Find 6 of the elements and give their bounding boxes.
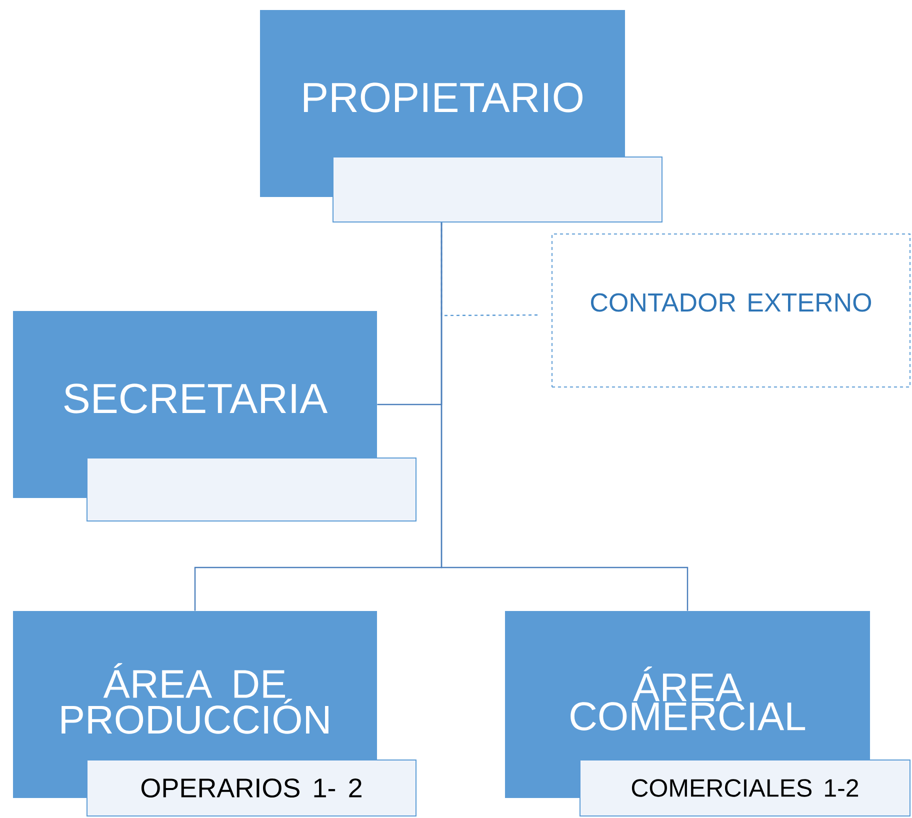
assistant-box: CONTADOR EXTERNO — [552, 234, 910, 388]
subtitle-box — [86, 458, 416, 522]
subtitle-box: COMERCIALES 1-2 — [580, 760, 910, 816]
connector-line — [440, 222, 688, 611]
subtitle-box — [332, 156, 662, 222]
subtitle-box: OPERARIOS 1- 2 — [86, 760, 416, 816]
